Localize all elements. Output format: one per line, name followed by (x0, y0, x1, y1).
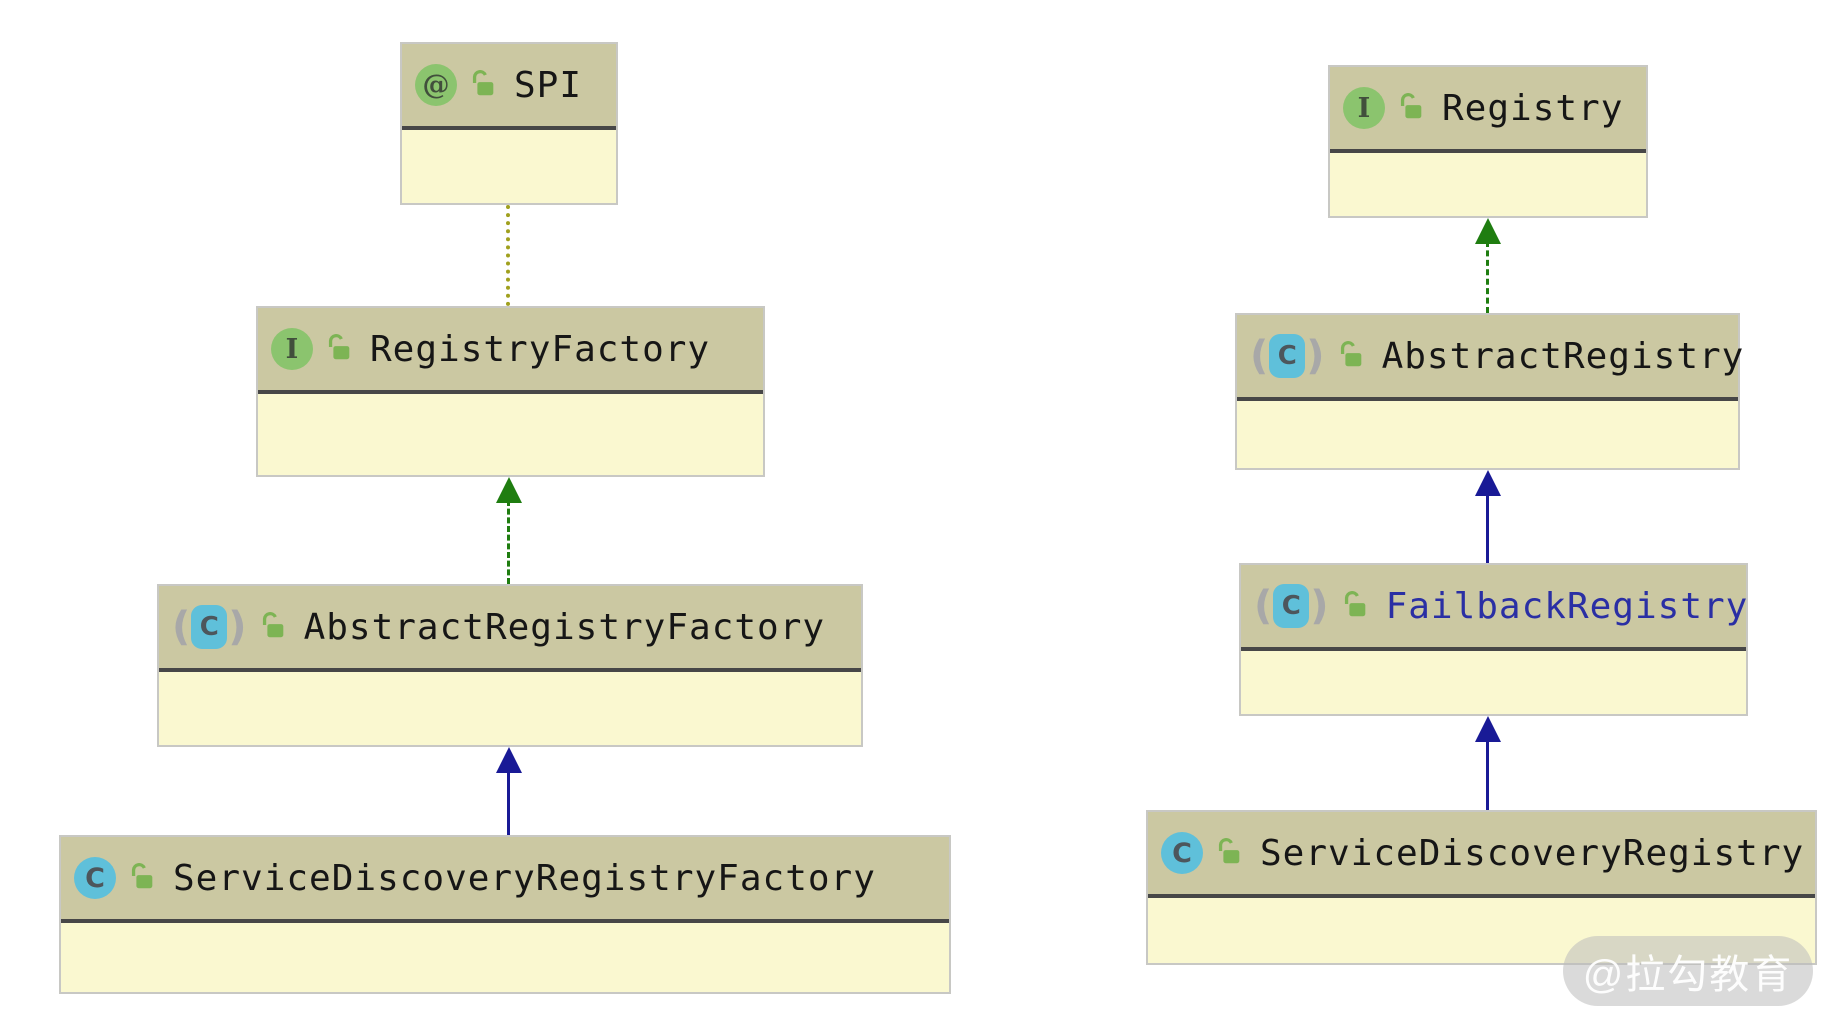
class-node-spi[interactable]: @ SPI (400, 42, 618, 205)
extends-arrowhead-icon (496, 747, 522, 773)
implements-arrowhead-icon (496, 477, 522, 503)
interface-icon: I (1343, 87, 1385, 129)
watermark-badge: @拉勾教育 (1563, 936, 1813, 1006)
class-node-abstractregistryfactory[interactable]: ( C ) AbstractRegistryFactory (157, 584, 863, 747)
node-header: C ServiceDiscoveryRegistryFactory (61, 837, 949, 919)
extends-edge-failbackregistry-abstractregistry (1486, 493, 1489, 563)
compartment-divider (61, 919, 949, 923)
unlocked-icon (468, 67, 498, 103)
members-compartment (1241, 651, 1746, 714)
class-node-registry[interactable]: I Registry (1328, 65, 1648, 218)
class-node-abstractregistry[interactable]: ( C ) AbstractRegistry (1235, 313, 1743, 470)
interface-icon: I (271, 328, 313, 370)
class-node-servicediscoveryregistryfactory[interactable]: C ServiceDiscoveryRegistryFactory (59, 835, 951, 994)
compartment-divider (402, 126, 616, 130)
unlocked-icon (127, 860, 157, 896)
watermark-text: @拉勾教育 (1582, 953, 1794, 997)
implements-arrowhead-icon (1475, 218, 1501, 244)
extends-arrowhead-icon (1475, 470, 1501, 496)
node-header: I RegistryFactory (258, 308, 763, 390)
compartment-divider (1148, 894, 1815, 898)
compartment-divider (1237, 397, 1738, 401)
abstract-class-icon: ( C ) (1254, 583, 1329, 629)
extends-edge-servicediscoveryregistry-failbackregistry (1486, 739, 1489, 810)
implements-edge-abstractregistryfactory-registryfactory (507, 500, 510, 584)
compartment-divider (258, 390, 763, 394)
annotation-icon: @ (415, 64, 457, 106)
class-name: ServiceDiscoveryRegistry (1260, 832, 1805, 874)
class-icon: C (1161, 832, 1203, 874)
abstract-class-icon: ( C ) (1250, 333, 1325, 379)
node-header: ( C ) FailbackRegistry (1241, 565, 1749, 647)
implements-edge-abstractregistry-registry (1486, 241, 1489, 313)
extends-edge-servicediscoveryregistryfactory-abstractregistryfactory (507, 770, 510, 835)
unlocked-icon (324, 331, 354, 367)
abstract-class-icon: ( C ) (172, 604, 247, 650)
unlocked-icon (1214, 835, 1244, 871)
members-compartment (1330, 153, 1646, 216)
class-name: AbstractRegistry (1381, 335, 1745, 377)
compartment-divider (1330, 149, 1646, 153)
class-icon: C (74, 857, 116, 899)
unlocked-icon (258, 609, 288, 645)
unlocked-icon (1396, 90, 1426, 126)
class-name: AbstractRegistryFactory (303, 606, 826, 648)
class-node-failbackregistry[interactable]: ( C ) FailbackRegistry (1239, 563, 1748, 716)
class-name: RegistryFactory (370, 328, 711, 370)
node-header: I Registry (1330, 67, 1646, 149)
unlocked-icon (1336, 338, 1366, 374)
node-header: ( C ) AbstractRegistry (1237, 315, 1743, 397)
compartment-divider (1241, 647, 1746, 651)
class-node-registryfactory[interactable]: I RegistryFactory (256, 306, 765, 477)
members-compartment (61, 923, 949, 992)
class-name: FailbackRegistry (1385, 585, 1749, 627)
members-compartment (402, 130, 616, 203)
compartment-divider (159, 668, 861, 672)
unlocked-icon (1340, 588, 1370, 624)
class-name: Registry (1442, 87, 1624, 129)
members-compartment (159, 672, 861, 745)
node-header: C ServiceDiscoveryRegistry (1148, 812, 1815, 894)
members-compartment (1237, 401, 1738, 468)
members-compartment (258, 394, 763, 475)
annotation-dependency-edge-registryfactory-spi (506, 205, 510, 306)
class-name: SPI (514, 64, 583, 106)
node-header: ( C ) AbstractRegistryFactory (159, 586, 861, 668)
extends-arrowhead-icon (1475, 716, 1501, 742)
node-header: @ SPI (402, 44, 616, 126)
class-name: ServiceDiscoveryRegistryFactory (173, 857, 876, 899)
